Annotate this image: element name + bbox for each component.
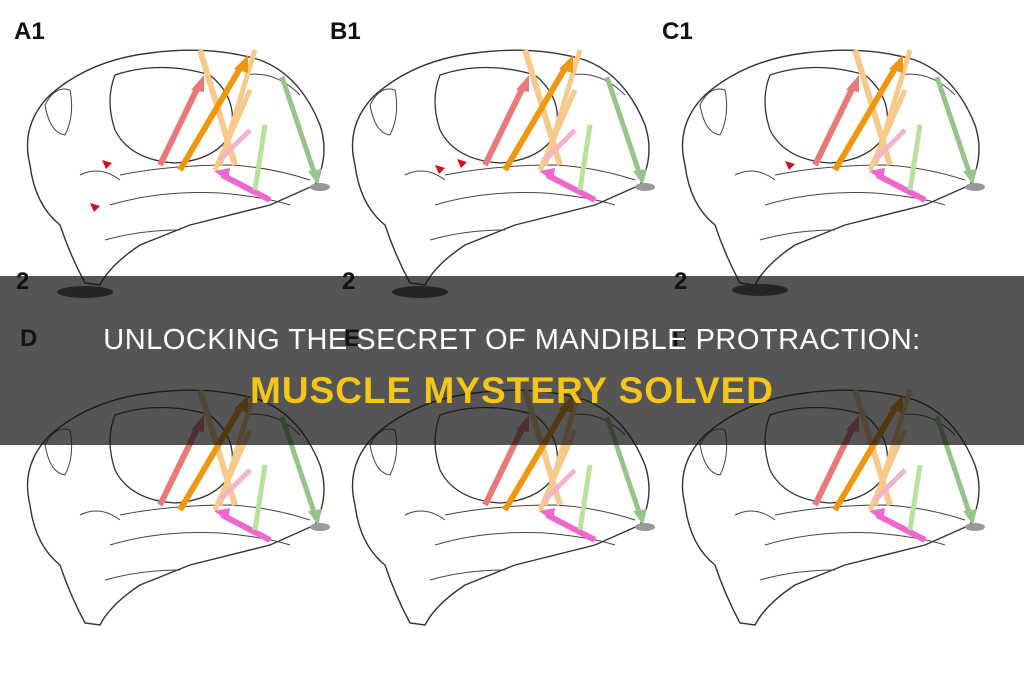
panel-b1-skull xyxy=(353,50,656,285)
panel-a1-skull xyxy=(28,50,331,285)
banner-subtitle: MUSCLE MYSTERY SOLVED xyxy=(0,370,1024,412)
panel-label-b1: B1 xyxy=(330,18,361,46)
panel-label-a1: A1 xyxy=(14,18,45,46)
title-banner xyxy=(0,276,1024,445)
panel-label-c1: C1 xyxy=(662,18,693,46)
banner-title: UNLOCKING THE SECRET OF MANDIBLE PROTRAC… xyxy=(0,324,1024,357)
panel-c1-skull xyxy=(683,50,986,285)
